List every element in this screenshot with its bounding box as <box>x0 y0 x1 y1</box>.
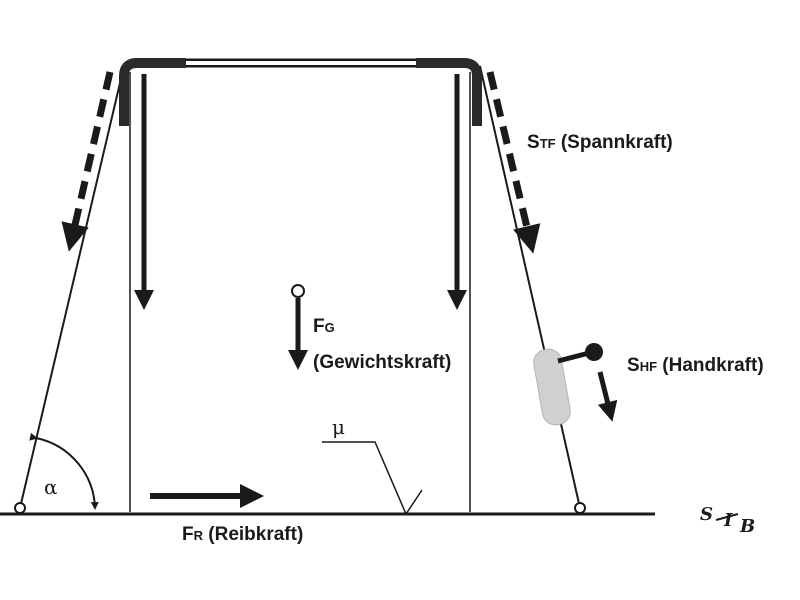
weight-force-label: FG <box>313 316 335 337</box>
tension-arrow-left <box>61 71 114 252</box>
angle-alpha-arc <box>29 432 99 510</box>
svg-text:S: S <box>700 504 713 525</box>
weight-force-label-name: (Gewichtskraft) <box>313 352 451 373</box>
tension-force-label: STF (Spannkraft) <box>527 132 673 153</box>
mu-label: μ <box>332 415 345 439</box>
tension-arrow-right <box>486 71 541 254</box>
right-rope <box>479 65 581 509</box>
hand-force-label: SHF (Handkraft) <box>627 355 764 376</box>
right-anchor-point <box>574 502 586 514</box>
hand-handle <box>533 343 603 426</box>
angle-alpha-label: α <box>44 475 58 499</box>
hand-force-arrow <box>597 371 618 422</box>
svg-text:B: B <box>739 516 755 537</box>
mu-leader-line <box>322 441 423 516</box>
sib-logo: S I B <box>700 504 755 537</box>
friction-force-label: FR (Reibkraft) <box>182 524 303 545</box>
svg-text:I: I <box>723 510 733 531</box>
left-anchor-point <box>14 502 26 514</box>
top-frame <box>119 58 482 126</box>
left-rope <box>19 65 125 509</box>
center-of-gravity-point <box>291 284 305 298</box>
